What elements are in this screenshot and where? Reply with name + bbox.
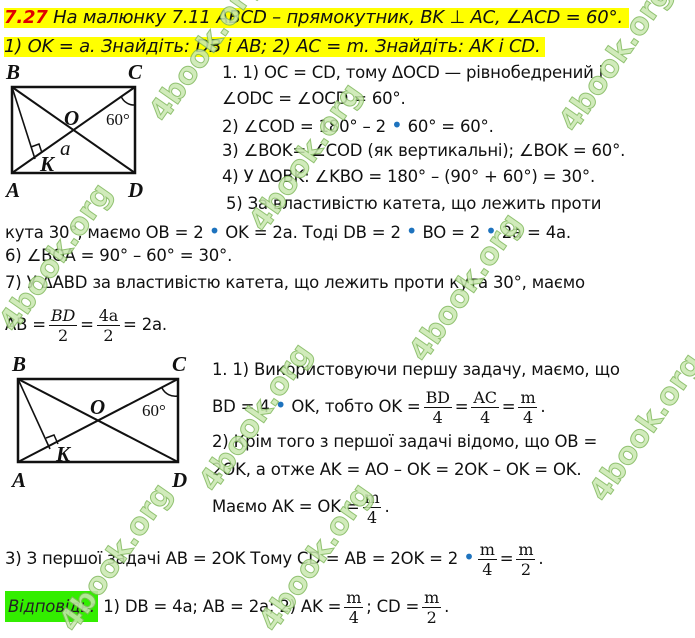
vertex-label-b: B xyxy=(6,60,21,84)
rectangle-figure-2: B C A D O K 60° xyxy=(0,350,200,495)
text: BD = 4 xyxy=(212,397,270,416)
solution-line: 5) За властивістю катета, що лежить прот… xyxy=(226,194,602,213)
denominator: 4 xyxy=(348,608,359,627)
solution-line: 1. 1) Використовуючи першу задачу, маємо… xyxy=(212,360,620,379)
text: . xyxy=(538,549,544,568)
solution-line: 3) З першої задачі AB = 2OK Тому CD = AB… xyxy=(5,532,544,584)
numerator: BD xyxy=(423,388,452,408)
denominator: 4 xyxy=(432,408,443,427)
text: кута 30°, маємо OB = 2 xyxy=(5,223,204,242)
denominator: 4 xyxy=(367,508,377,527)
multiply-dot: • xyxy=(485,219,497,243)
vertex-label-d: D xyxy=(172,468,188,492)
multiply-dot: • xyxy=(274,393,287,417)
text: = xyxy=(499,549,514,568)
solution-line: ∠ODC = ∠OCD = 60°. xyxy=(222,89,406,108)
denominator: 2 xyxy=(426,608,437,627)
vertex-label-c: C xyxy=(172,352,187,376)
text: . xyxy=(540,397,546,416)
multiply-dot: • xyxy=(390,113,403,137)
solution-line: 1. 1) OC = CD, тому ΔOCD — рівнобедрений… xyxy=(222,63,604,82)
vertex-label-a: A xyxy=(12,468,27,492)
text: OK, тобто OK = xyxy=(291,397,421,416)
angle-label: 60° xyxy=(106,110,130,129)
segment-label-a: a xyxy=(60,136,71,160)
numerator: m xyxy=(518,388,538,408)
text: 1) DB = 4a; AB = 2a; 2) AK = xyxy=(98,597,342,616)
denominator: 4 xyxy=(482,560,493,579)
denominator: 2 xyxy=(103,326,114,345)
text: OK = 2a. Тоді DB = 2 xyxy=(225,223,401,242)
point-label-o: O xyxy=(90,395,106,419)
angle-label: 60° xyxy=(142,401,166,420)
text: 3) З першої задачі AB = 2OK Тому CD = AB… xyxy=(5,549,459,568)
numerator: 4a xyxy=(96,306,121,326)
numerator: m xyxy=(422,588,442,608)
text: 2a = 4a. xyxy=(501,223,571,242)
solution-line: 7) У ΔABD за властивістю катета, що лежи… xyxy=(5,273,585,292)
task-number: 7.27 xyxy=(4,7,48,28)
multiply-dot: • xyxy=(405,219,418,243)
solution-line: 6) ∠BOA = 90° – 60° = 30°. xyxy=(5,246,233,265)
task-statement-line-1: 7.27 На малюнку 7.11 ABCD – прямокутник,… xyxy=(4,8,629,28)
text: = 2a. xyxy=(123,315,167,334)
solution-line: кута 30°, маємо OB = 2 • OK = 2a. Тоді D… xyxy=(5,221,571,243)
point-label-o: O xyxy=(64,106,80,130)
text: AB = xyxy=(5,315,46,334)
point-label-k: K xyxy=(56,442,71,466)
numerator: BD xyxy=(48,306,78,326)
text: ; CD = xyxy=(366,597,420,616)
text: = xyxy=(454,397,469,416)
solution-line: 4) У ΔOBK: ∠KBO = 180° – (90° + 60°) = 3… xyxy=(222,167,596,186)
denominator: 4 xyxy=(480,408,491,427)
vertex-label-c: C xyxy=(128,60,143,84)
text: . xyxy=(384,497,390,516)
denominator: 2 xyxy=(520,560,531,579)
vertex-label-d: D xyxy=(128,178,144,202)
task-text: 1) OK = a. Знайдіть: DB і AB; 2) AC = m.… xyxy=(4,36,541,57)
text: BO = 2 xyxy=(422,223,481,242)
answer-label: Відповідь: xyxy=(5,591,99,622)
numerator: m xyxy=(477,540,497,560)
answer-line: Відповідь: 1) DB = 4a; AB = 2a; 2) AK =m… xyxy=(5,582,449,632)
solution-line: 2) Крім того з першої задачі відомо, що … xyxy=(212,432,598,451)
solution-line: 3) ∠BOK= ∠COD (як вертикальні); ∠BOK = 6… xyxy=(222,141,626,160)
task-statement-line-2: 1) OK = a. Знайдіть: DB і AB; 2) AC = m.… xyxy=(4,37,545,57)
solution-line: 2) ∠COD = 180° – 2 • 60° = 60°. xyxy=(222,115,494,137)
text: 2) ∠COD = 180° – 2 xyxy=(222,117,386,136)
vertex-label-a: A xyxy=(6,178,21,202)
point-label-k: K xyxy=(40,152,55,176)
solution-line: 2OK, а отже AK = AO – OK = 2OK – OK = OK… xyxy=(212,460,582,479)
text: = xyxy=(501,397,516,416)
numerator: m xyxy=(344,588,364,608)
text: 60° = 60°. xyxy=(407,117,494,136)
vertex-label-b: B xyxy=(12,352,27,376)
denominator: 4 xyxy=(522,408,533,427)
task-text: На малюнку 7.11 ABCD – прямокутник, BK ⊥… xyxy=(47,7,623,28)
multiply-dot: • xyxy=(463,545,475,569)
multiply-dot: • xyxy=(208,219,221,243)
numerator: m xyxy=(362,488,382,508)
rectangle-figure-1: B C A D O K a 60° xyxy=(0,60,200,205)
denominator: 2 xyxy=(57,326,68,345)
numerator: m xyxy=(516,540,536,560)
text: Маємо AK = OK = xyxy=(212,497,360,516)
text: = xyxy=(80,315,94,334)
text: . xyxy=(444,597,450,616)
numerator: AC xyxy=(471,388,499,408)
